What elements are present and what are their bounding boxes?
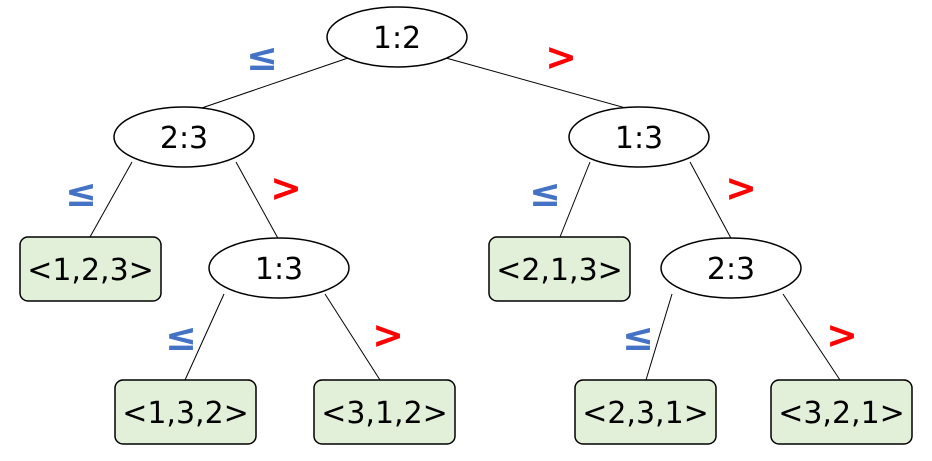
edge-label-le-left: ≤ [65, 171, 97, 215]
edge-root-right [445, 57, 641, 113]
tree-edges [89, 57, 841, 381]
edge-leftright-leaf2 [184, 293, 225, 381]
leaf-r1-label: <2,1,3> [496, 253, 623, 288]
leaf-l2: <1,3,2> [114, 379, 257, 445]
edge-label-le-leftright: ≤ [165, 315, 197, 359]
leaf-l3-label: <3,1,2> [321, 396, 448, 431]
leaf-r2: <2,3,1> [574, 379, 717, 445]
edge-label-gt-root: > [545, 35, 577, 79]
node-right: 1:3 [568, 106, 710, 168]
edge-leftright-leaf3 [324, 293, 381, 381]
edge-label-le-right: ≤ [529, 171, 561, 215]
leaf-l1-label: <1,2,3> [27, 253, 154, 288]
node-left-right-label: 1:3 [255, 252, 303, 287]
edge-label-le-rightright: ≤ [622, 315, 654, 359]
leaf-r2-label: <2,3,1> [582, 396, 709, 431]
edge-right-leafr1 [559, 161, 591, 238]
edge-label-le-root: ≤ [246, 35, 278, 79]
edge-right-rightright [689, 161, 734, 243]
node-right-right: 2:3 [660, 237, 802, 299]
edge-left-leaf1 [89, 161, 133, 238]
edge-root-left [189, 57, 349, 113]
leaf-l2-label: <1,3,2> [122, 396, 249, 431]
node-left: 2:3 [113, 106, 255, 168]
edge-label-gt-right: > [725, 166, 757, 210]
node-root-label: 1:2 [373, 21, 421, 56]
leaf-l3: <3,1,2> [313, 379, 456, 445]
node-left-label: 2:3 [160, 121, 208, 156]
leaf-r3-label: <3,2,1> [778, 396, 905, 431]
node-right-label: 1:3 [615, 121, 663, 156]
edge-labels: ≤ > ≤ > ≤ > ≤ > ≤ > [65, 35, 858, 359]
edge-rightright-leafr3 [782, 293, 841, 381]
edge-left-leftright [235, 161, 281, 243]
edge-label-gt-leftright: > [372, 313, 404, 357]
node-left-right: 1:3 [208, 237, 350, 299]
node-right-right-label: 2:3 [707, 252, 755, 287]
edge-label-gt-left: > [270, 166, 302, 210]
leaf-r1: <2,1,3> [488, 236, 631, 302]
leaf-l1: <1,2,3> [19, 236, 162, 302]
edge-label-gt-rightright: > [826, 313, 858, 357]
node-root: 1:2 [326, 6, 468, 68]
leaf-r3: <3,2,1> [770, 379, 913, 445]
edge-rightright-leafr2 [645, 293, 673, 381]
comparison-nodes: 1:2 2:3 1:3 1:3 2:3 [113, 6, 802, 299]
leaf-nodes: <1,2,3> <1,3,2> <3,1,2> <2,1,3> <2,3,1> … [19, 236, 913, 445]
